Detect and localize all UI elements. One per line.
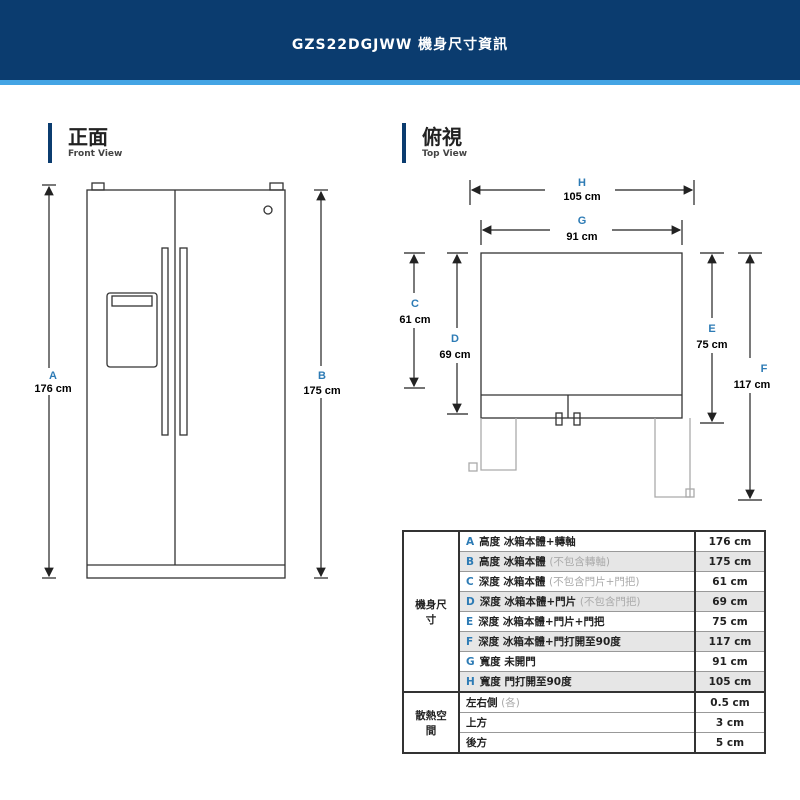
front-view-subtitle: Front View — [68, 149, 123, 159]
row-value: 117 cm — [694, 631, 766, 652]
row-desc: B 高度 冰箱本體 (不包含轉軸) — [458, 551, 696, 572]
dim-D-letter: D — [451, 333, 459, 345]
dim-F-letter: F — [761, 363, 768, 375]
row-text: 上方 — [466, 717, 487, 729]
row-text: 左右側 — [466, 697, 498, 709]
row-desc: 後方 — [458, 732, 696, 754]
row-letter: G — [466, 656, 475, 668]
row-letter: F — [466, 636, 474, 648]
table-row: 後方 5 cm — [403, 732, 766, 754]
dim-H-value: 105 cm — [563, 191, 601, 203]
dimensions-table: 機身尺寸 A 高度 冰箱本體+轉軸 176 cm B 高度 冰箱本體 (不包含轉軸) 17… — [402, 530, 766, 754]
table-row: C 深度 冰箱本體 (不包含門片+門把) 61 cm — [403, 571, 766, 592]
dim-C-letter: C — [411, 298, 419, 310]
dim-G-letter: G — [578, 215, 587, 227]
heading-bar — [48, 123, 52, 163]
row-desc: 左右側 (各) — [458, 691, 696, 713]
dim-E-value: 75 cm — [696, 339, 727, 351]
row-value: 0.5 cm — [694, 691, 766, 713]
table-row: B 高度 冰箱本體 (不包含轉軸) 175 cm — [403, 551, 766, 572]
table-row: E 深度 冰箱本體+門片+門把 75 cm — [403, 611, 766, 632]
dimension-F — [738, 252, 762, 501]
row-value: 69 cm — [694, 591, 766, 612]
dim-A-value: 176 cm — [34, 383, 72, 395]
dim-D-value: 69 cm — [439, 349, 470, 361]
row-text: 高度 冰箱本體 — [479, 556, 546, 568]
row-value: 176 cm — [694, 530, 766, 552]
dimension-G — [480, 220, 683, 245]
group-label-body: 機身尺寸 — [402, 530, 460, 693]
header-stripe — [0, 80, 800, 85]
front-view-title: 正面 — [68, 125, 108, 149]
dim-H-letter: H — [578, 177, 586, 189]
heading-bar — [402, 123, 406, 163]
row-text: 高度 冰箱本體+轉軸 — [479, 536, 576, 548]
row-text: 深度 冰箱本體+門片 — [479, 596, 577, 608]
dimension-H — [469, 180, 695, 205]
row-text: 深度 冰箱本體+門片+門把 — [478, 616, 605, 628]
row-letter: H — [466, 676, 475, 688]
row-value: 75 cm — [694, 611, 766, 632]
table-row: G 寬度 未開門 91 cm — [403, 651, 766, 672]
row-desc: F 深度 冰箱本體+門打開至90度 — [458, 631, 696, 652]
dim-B-value: 175 cm — [303, 385, 341, 397]
row-desc: G 寬度 未開門 — [458, 651, 696, 672]
row-value: 61 cm — [694, 571, 766, 592]
dimension-E — [700, 252, 724, 424]
dimension-A — [42, 184, 56, 579]
row-note: (不包含門片+門把) — [549, 576, 640, 588]
row-letter: A — [466, 536, 475, 548]
dim-G-value: 91 cm — [566, 231, 597, 243]
front-view-fridge — [86, 182, 286, 579]
table-row: 機身尺寸 A 高度 冰箱本體+轉軸 176 cm — [402, 530, 766, 693]
table-row: F 深度 冰箱本體+門打開至90度 117 cm — [403, 631, 766, 652]
row-note: (不包含門把) — [579, 596, 641, 608]
row-letter: E — [466, 616, 474, 628]
row-desc: C 深度 冰箱本體 (不包含門片+門把) — [458, 571, 696, 592]
row-text: 深度 冰箱本體 — [478, 576, 546, 588]
table-row: H 寬度 門打開至90度 105 cm — [403, 671, 766, 693]
dimension-D — [447, 252, 468, 415]
top-view-fridge — [468, 252, 695, 498]
row-value: 5 cm — [694, 732, 766, 754]
row-desc: A 高度 冰箱本體+轉軸 — [458, 530, 696, 552]
row-letter: C — [466, 576, 474, 588]
row-desc: D 深度 冰箱本體+門片 (不包含門把) — [458, 591, 696, 612]
top-view-title: 俯視 — [422, 125, 462, 149]
row-desc: 上方 — [458, 712, 696, 733]
header-banner — [0, 0, 800, 80]
row-text: 寬度 門打開至90度 — [479, 676, 572, 688]
row-text: 寬度 未開門 — [479, 656, 536, 668]
table-row: D 深度 冰箱本體+門片 (不包含門把) 69 cm — [403, 591, 766, 612]
row-text: 深度 冰箱本體+門打開至90度 — [478, 636, 621, 648]
row-note: (各) — [501, 697, 520, 709]
table-row: 散熱空間左右側 (各)0.5 cm — [402, 691, 766, 754]
row-desc: E 深度 冰箱本體+門片+門把 — [458, 611, 696, 632]
dim-A-letter: A — [49, 370, 57, 382]
row-desc: H 寬度 門打開至90度 — [458, 671, 696, 693]
dim-E-letter: E — [708, 323, 715, 335]
row-value: 175 cm — [694, 551, 766, 572]
top-view-subtitle: Top View — [422, 149, 468, 159]
dim-B-letter: B — [318, 370, 326, 382]
group-label-clearance: 散熱空間 — [402, 691, 460, 754]
page-title: GZS22DGJWW 機身尺寸資訊 — [291, 37, 509, 53]
dimension-C — [404, 252, 425, 389]
row-value: 91 cm — [694, 651, 766, 672]
row-value: 105 cm — [694, 671, 766, 693]
row-note: (不包含轉軸) — [549, 556, 611, 568]
row-letter: D — [466, 596, 475, 608]
row-text: 後方 — [466, 737, 487, 749]
dim-F-value: 117 cm — [734, 379, 771, 391]
dimension-B — [314, 189, 328, 579]
row-value: 3 cm — [694, 712, 766, 733]
dim-C-value: 61 cm — [399, 314, 430, 326]
table-row: 上方 3 cm — [403, 712, 766, 733]
row-letter: B — [466, 556, 475, 568]
